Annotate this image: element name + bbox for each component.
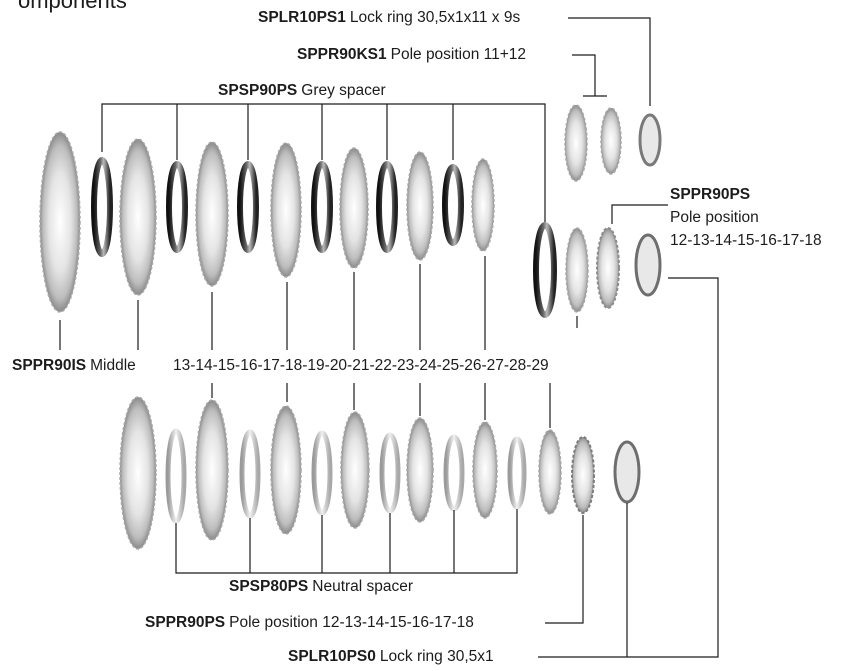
neutral-spacer <box>168 431 184 521</box>
grey-spacer <box>94 160 110 254</box>
part-description: Neutral spacer <box>312 578 413 595</box>
grey-spacer <box>445 167 461 243</box>
label-pole-position-top: SPPR90PS Pole position 12-13-14-15-16-17… <box>670 183 822 252</box>
part-code: SPPR90PS <box>670 186 750 203</box>
neutral-spacer <box>242 432 258 516</box>
neutral-spacer <box>510 439 524 507</box>
leader-lines <box>60 18 718 657</box>
cog <box>473 422 497 518</box>
grey-spacer <box>314 164 330 250</box>
heading-fragment: omponents <box>18 0 127 13</box>
cog <box>539 430 561 514</box>
lock-ring <box>640 115 660 165</box>
bottom-row-parts <box>120 397 639 549</box>
cog <box>340 148 368 268</box>
pole-cog <box>601 108 621 174</box>
part-description: Pole position <box>670 209 759 226</box>
part-code: SPLR10PS1 <box>258 9 346 26</box>
part-description: Pole position 11+12 <box>391 46 526 63</box>
part-code: SPPR90PS <box>145 614 225 631</box>
part-description: Pole position 12-13-14-15-16-17-18 <box>229 614 474 631</box>
pole-cog <box>565 105 587 181</box>
neutral-spacer <box>446 437 462 509</box>
grey-spacer <box>240 164 256 250</box>
part-code: SPLR10PS0 <box>288 648 376 665</box>
pole-cog <box>597 228 619 308</box>
top-row-parts <box>40 132 494 312</box>
part-sizes: 12-13-14-15-16-17-18 <box>670 232 822 249</box>
cog <box>196 400 228 540</box>
cog <box>341 412 369 528</box>
right-top-parts <box>536 105 660 315</box>
cog <box>566 228 588 312</box>
part-description: Lock ring 30,5x1x11 x 9s <box>350 9 520 26</box>
cog <box>120 397 156 549</box>
cog <box>407 418 433 522</box>
lock-ring <box>636 235 660 295</box>
cog <box>271 406 301 534</box>
part-description: Lock ring 30,5x1 <box>380 648 494 665</box>
pole-cog <box>572 437 594 513</box>
cog <box>120 139 156 295</box>
cog <box>271 143 301 277</box>
neutral-spacer <box>382 435 398 511</box>
middle-cog <box>40 132 80 312</box>
cog <box>196 142 228 286</box>
label-cog-sizes: 13-14-15-16-17-18-19-20-21-22-23-24-25-2… <box>173 357 549 375</box>
cog <box>472 159 494 251</box>
cog <box>407 152 433 260</box>
part-code: SPSP90PS <box>218 82 297 99</box>
part-description: Grey spacer <box>301 82 385 99</box>
grey-spacer <box>169 164 185 250</box>
part-code: SPSP80PS <box>229 578 308 595</box>
part-code: SPPR90KS1 <box>297 46 387 63</box>
part-description: Middle <box>90 357 136 374</box>
lock-ring <box>615 442 639 502</box>
part-code: SPPR90IS <box>12 357 86 374</box>
neutral-spacer <box>314 433 330 513</box>
grey-spacer <box>379 164 395 250</box>
grey-spacer <box>536 225 554 315</box>
